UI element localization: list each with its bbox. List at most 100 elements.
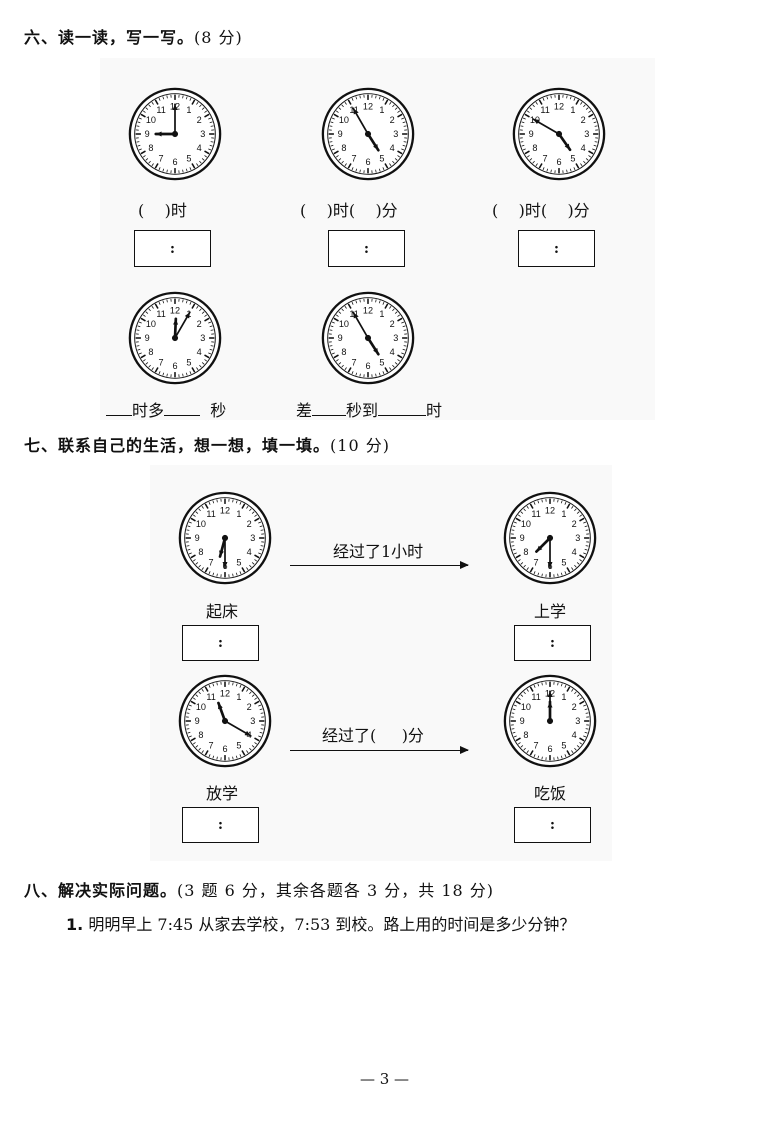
svg-text:3: 3 [200, 129, 205, 139]
arrow-icon [290, 746, 469, 754]
svg-text:7: 7 [159, 153, 164, 163]
svg-text:3: 3 [393, 129, 398, 139]
svg-text:6: 6 [547, 744, 552, 754]
svg-text:12: 12 [363, 101, 373, 111]
section-7-heading: 七、联系自己的生活，想一想，填一填。(10 分) [24, 432, 390, 456]
answer-blank[interactable] [164, 401, 201, 416]
section-6-heading: 六、读一读，写一写。(8 分) [24, 24, 243, 48]
svg-text:1: 1 [561, 509, 566, 519]
time-answer-box[interactable]: : [182, 625, 259, 661]
svg-text:12: 12 [220, 505, 230, 515]
svg-text:4: 4 [581, 143, 586, 153]
time-answer-box[interactable]: : [328, 230, 405, 267]
svg-text:2: 2 [197, 115, 202, 125]
svg-text:8: 8 [198, 730, 203, 740]
section-7-title: 七、联系自己的生活，想一想，填一填。 [24, 436, 331, 455]
svg-text:4: 4 [572, 730, 577, 740]
svg-text:8: 8 [198, 547, 203, 557]
question-number: 1. [66, 915, 84, 934]
svg-text:2: 2 [572, 702, 577, 712]
time-answer-box[interactable]: : [514, 807, 591, 843]
svg-text:11: 11 [531, 692, 540, 702]
svg-text:12: 12 [363, 305, 373, 315]
answer-blank[interactable] [106, 401, 132, 416]
svg-text:2: 2 [247, 702, 252, 712]
svg-text:9: 9 [520, 716, 525, 726]
svg-text:7: 7 [209, 557, 214, 567]
svg-text:8: 8 [148, 143, 153, 153]
svg-text:6: 6 [222, 744, 227, 754]
svg-text:7: 7 [209, 740, 214, 750]
svg-text:8: 8 [532, 143, 537, 153]
svg-text:6: 6 [556, 157, 561, 167]
svg-text:9: 9 [195, 716, 200, 726]
svg-text:2: 2 [581, 115, 586, 125]
svg-text:8: 8 [148, 347, 153, 357]
svg-text:5: 5 [570, 153, 575, 163]
answer-blank[interactable] [312, 401, 347, 416]
svg-text:5: 5 [236, 557, 241, 567]
time-answer-box[interactable]: : [182, 807, 259, 843]
svg-text:2: 2 [572, 519, 577, 529]
go-to-school-label: 上学 [534, 602, 567, 621]
svg-text:7: 7 [534, 557, 539, 567]
page-number: — 3 — [359, 1070, 410, 1088]
svg-text:7: 7 [159, 357, 164, 367]
svg-text:7: 7 [534, 740, 539, 750]
svg-text:4: 4 [390, 347, 395, 357]
time-answer-box[interactable]: : [514, 625, 591, 661]
svg-text:3: 3 [250, 716, 255, 726]
svg-text:9: 9 [145, 333, 150, 343]
svg-text:9: 9 [338, 333, 343, 343]
svg-text:3: 3 [575, 716, 580, 726]
svg-text:3: 3 [393, 333, 398, 343]
svg-text:10: 10 [521, 519, 531, 529]
time-answer-box[interactable]: : [518, 230, 595, 267]
hour-minute-label: ( )时( )分 [300, 201, 398, 220]
svg-text:4: 4 [197, 347, 202, 357]
svg-text:1: 1 [379, 309, 384, 319]
section-6-points: (8 分) [194, 28, 243, 47]
section-8-points: (3 题 6 分，其余各题各 3 分，共 18 分) [177, 881, 495, 900]
arrow-label: 经过了1小时 [333, 542, 424, 561]
svg-text:1: 1 [236, 509, 241, 519]
seconds-fill-label: 时多 秒 [106, 397, 226, 421]
svg-text:6: 6 [365, 361, 370, 371]
svg-text:2: 2 [390, 319, 395, 329]
svg-text:4: 4 [197, 143, 202, 153]
hour-minute-label: ( )时( )分 [492, 201, 590, 220]
svg-text:6: 6 [172, 157, 177, 167]
svg-text:12: 12 [220, 688, 230, 698]
svg-text:10: 10 [196, 702, 206, 712]
svg-text:9: 9 [338, 129, 343, 139]
after-school-label: 放学 [206, 784, 239, 803]
svg-text:6: 6 [172, 361, 177, 371]
svg-text:10: 10 [146, 319, 156, 329]
svg-text:2: 2 [247, 519, 252, 529]
svg-text:7: 7 [352, 153, 357, 163]
seconds-to-label: 差秒到时 [296, 401, 443, 420]
svg-text:3: 3 [200, 333, 205, 343]
svg-text:8: 8 [523, 547, 528, 557]
svg-text:8: 8 [341, 143, 346, 153]
svg-text:4: 4 [390, 143, 395, 153]
svg-text:5: 5 [186, 357, 191, 367]
svg-text:3: 3 [250, 533, 255, 543]
answer-blank[interactable] [378, 401, 427, 416]
svg-text:1: 1 [561, 692, 566, 702]
svg-text:10: 10 [146, 115, 156, 125]
svg-text:9: 9 [529, 129, 534, 139]
svg-text:4: 4 [572, 547, 577, 557]
lunch-label: 吃饭 [534, 784, 567, 803]
question-1: 1. 明明早上 7:45 从家去学校，7:53 到校。路上用的时间是多少分钟？ [66, 911, 575, 935]
svg-text:9: 9 [195, 533, 200, 543]
time-answer-box[interactable]: : [134, 230, 211, 267]
svg-text:5: 5 [561, 557, 566, 567]
